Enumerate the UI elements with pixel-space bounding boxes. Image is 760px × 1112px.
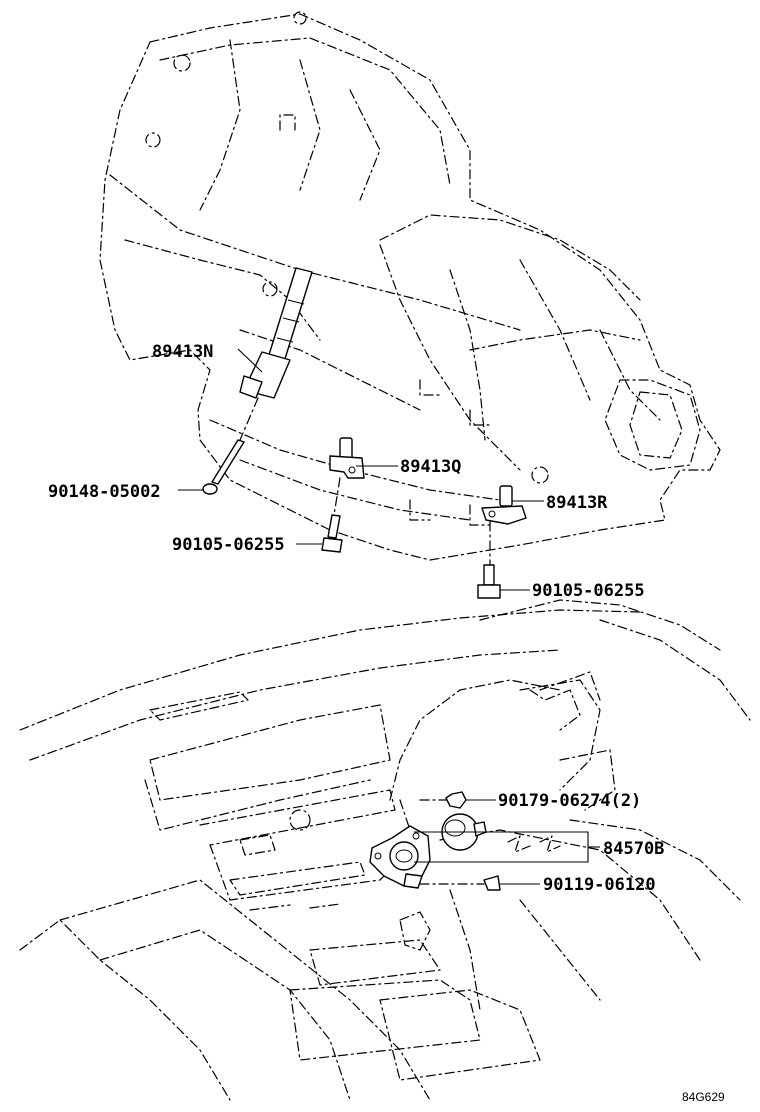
connector-stub-icon xyxy=(539,835,561,853)
label-89413n: 89413N xyxy=(152,342,213,362)
sensor-89413r xyxy=(481,485,527,566)
label-89413r: 89413R xyxy=(546,493,608,513)
bolt-90105-06255-right xyxy=(477,564,501,599)
label-90105-06255-left: 90105-06255 xyxy=(172,535,285,555)
clip-90119-06120 xyxy=(419,875,501,891)
sensor-89413q xyxy=(329,437,365,516)
nut-90179-06274 xyxy=(399,791,467,831)
leader-lines xyxy=(178,348,600,885)
connector-stub-icon xyxy=(507,835,531,853)
label-90179-06274: 90179-06274(2) xyxy=(498,791,641,811)
label-90119-06120: 90119-06120 xyxy=(543,875,656,895)
label-89413q: 89413Q xyxy=(400,457,461,477)
label-90105-06255-right: 90105-06255 xyxy=(532,581,645,601)
label-90148-05002: 90148-05002 xyxy=(48,482,161,502)
label-84570b: 84570B xyxy=(603,839,664,859)
transmission-outline xyxy=(99,11,721,561)
switch-84570b xyxy=(369,825,431,889)
dashboard-outline xyxy=(19,599,751,1101)
bolt-90105-06255-left xyxy=(321,514,343,553)
bolt-90148-05002 xyxy=(202,397,259,495)
illustration-code: 84G629 xyxy=(682,1090,725,1104)
sensor-89413n xyxy=(239,267,313,399)
